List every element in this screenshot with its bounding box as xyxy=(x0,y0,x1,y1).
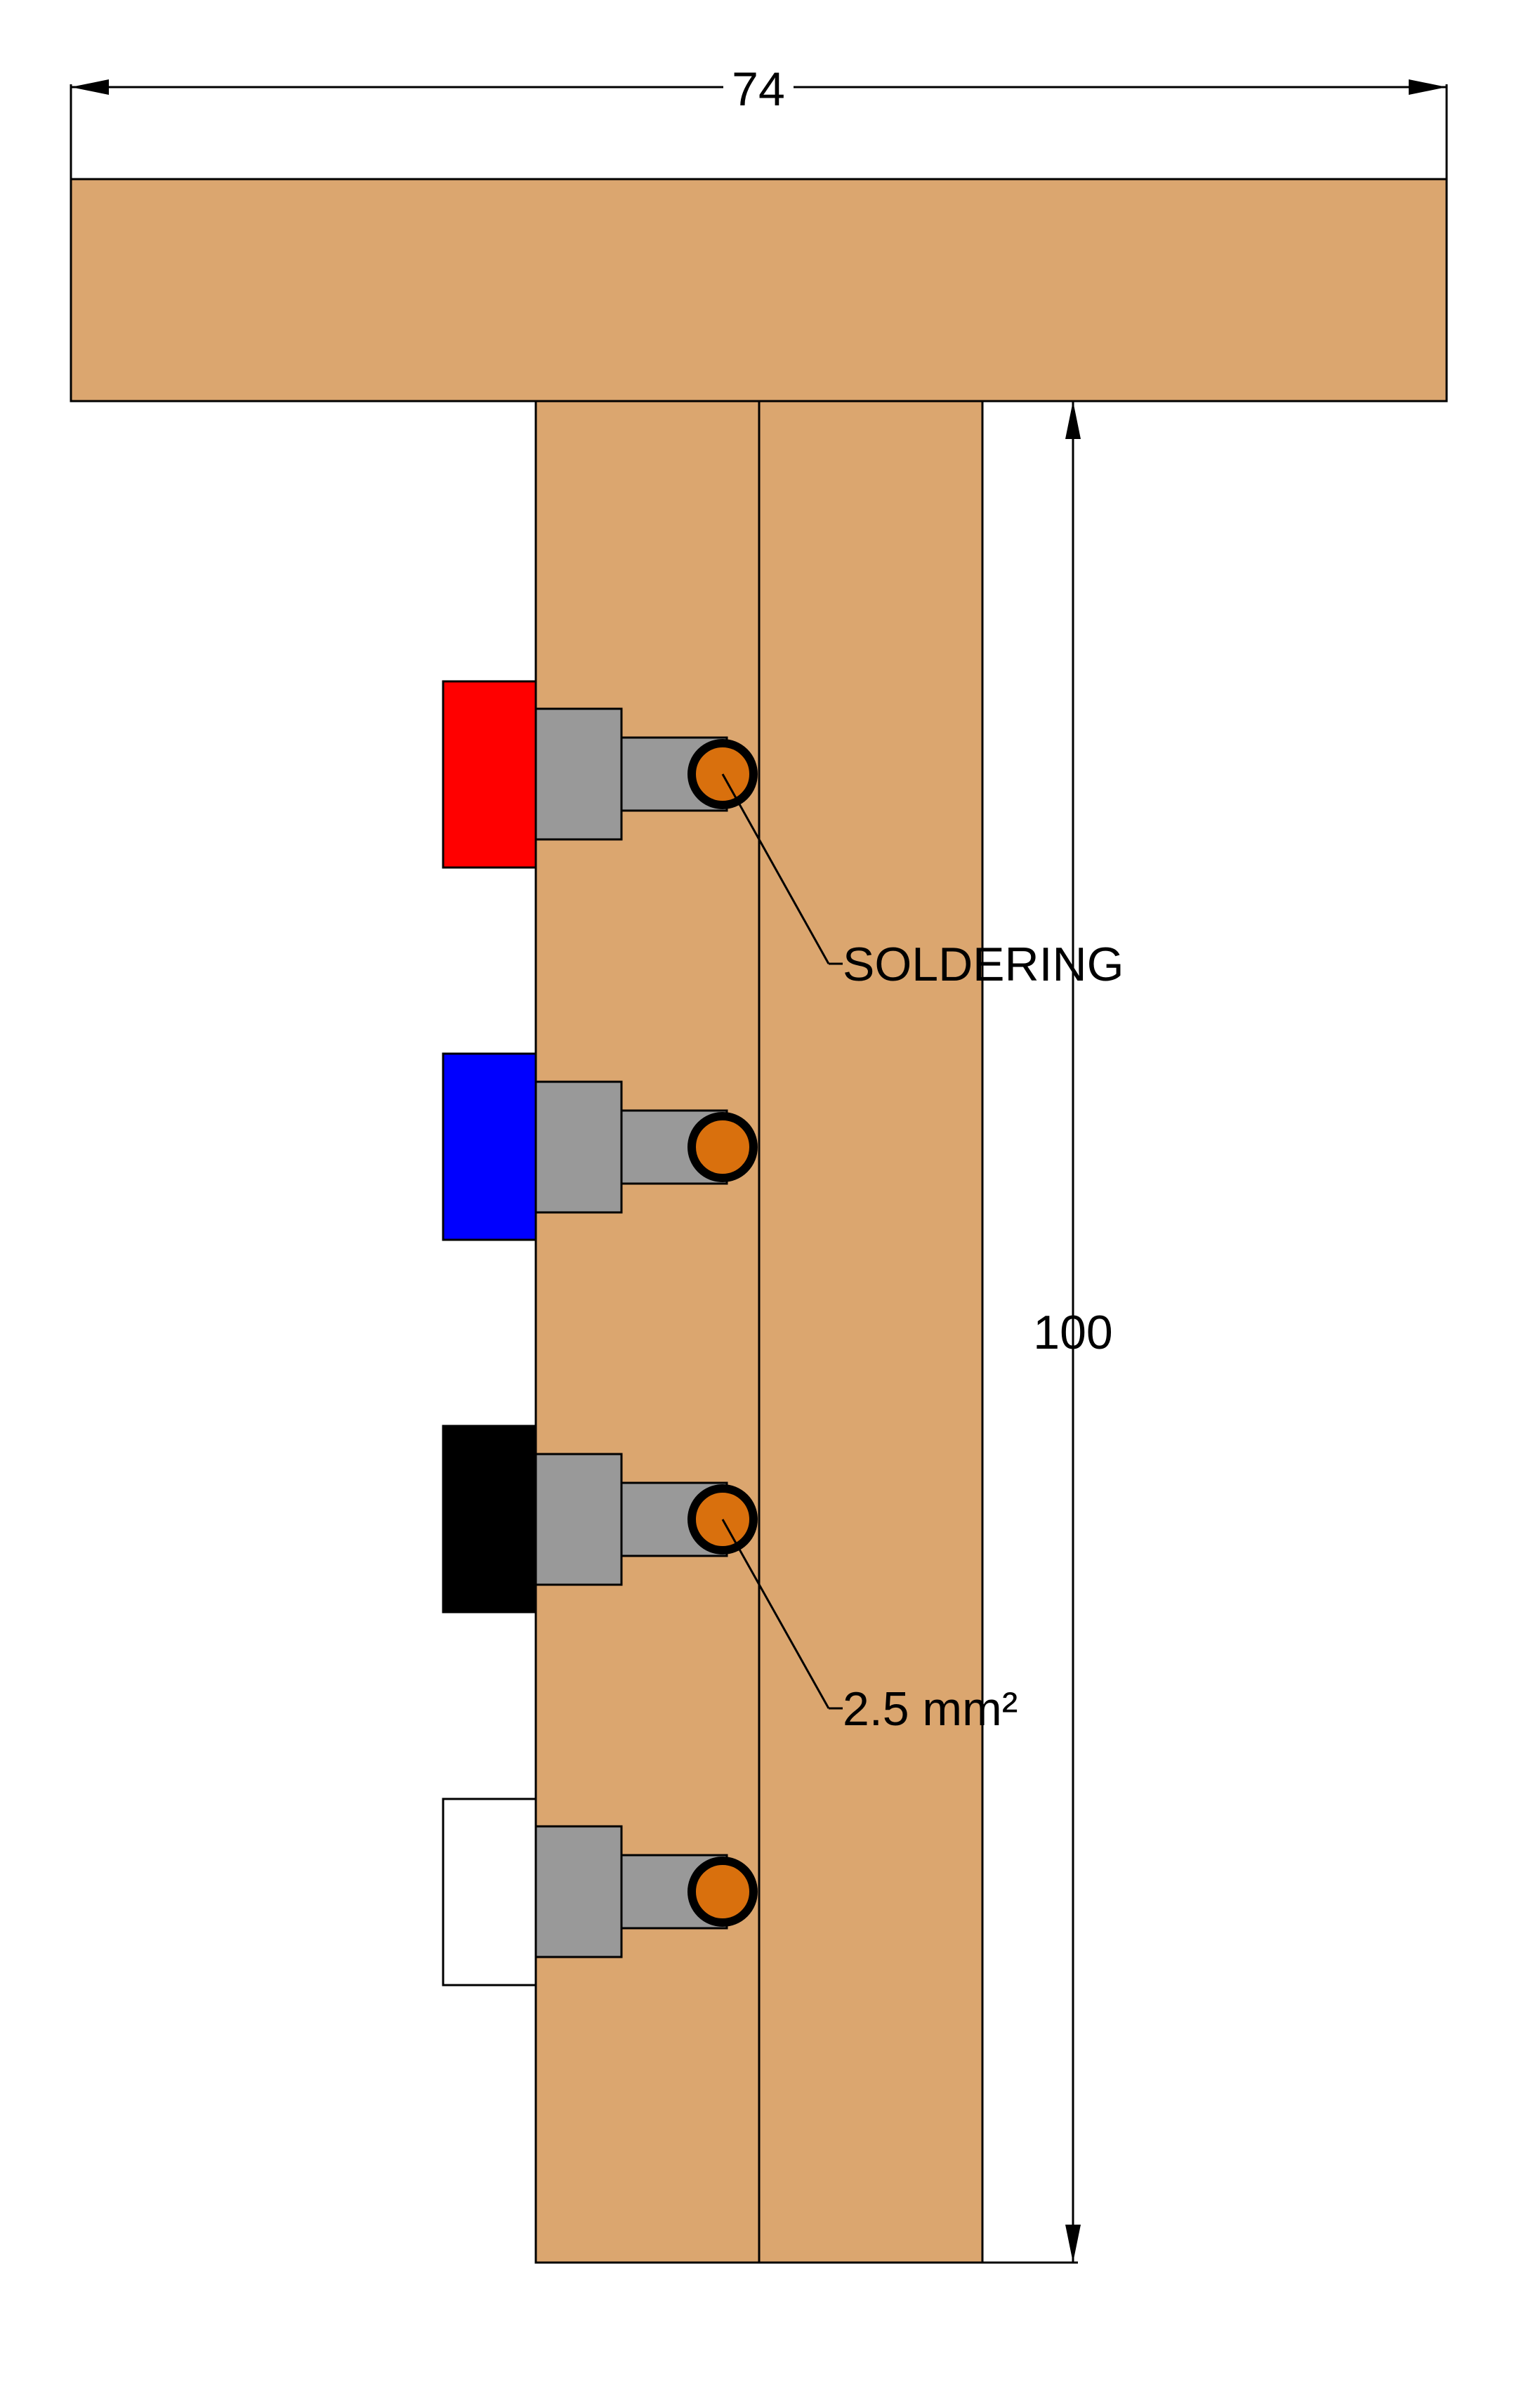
connector-body xyxy=(534,1080,623,1214)
wire-size-leader xyxy=(721,1519,830,1709)
height-arrow-top xyxy=(1065,401,1081,439)
wire-size-callout: 2.5 mm² xyxy=(721,1519,1018,1736)
vertical-board-left xyxy=(534,400,761,2264)
terminal-block-blue xyxy=(442,1052,537,1241)
vertical-board-right xyxy=(758,400,984,2264)
height-dimension: 100 xyxy=(982,400,1113,2264)
width-dimension: 74 xyxy=(70,63,1448,179)
terminal-black xyxy=(442,1425,758,1614)
soldering-label: SOLDERING xyxy=(843,938,1124,991)
terminal-block-white xyxy=(442,1798,537,1987)
width-label: 74 xyxy=(732,63,785,116)
terminal-block-black xyxy=(442,1425,537,1614)
terminal-white xyxy=(442,1798,758,1987)
height-label: 100 xyxy=(1033,1306,1112,1359)
width-arrow-left xyxy=(71,79,109,95)
solder-point xyxy=(687,1112,758,1182)
top-board xyxy=(70,178,1448,402)
terminal-red xyxy=(442,680,758,869)
terminal-blue xyxy=(442,1052,758,1241)
connector-body xyxy=(534,707,623,841)
connector-body xyxy=(534,1453,623,1586)
width-arrow-right xyxy=(1409,79,1447,95)
soldering-callout: SOLDERING xyxy=(721,773,1124,991)
connector-body xyxy=(534,1825,623,1958)
soldering-leader xyxy=(721,773,830,964)
wire-size-label: 2.5 mm² xyxy=(843,1682,1018,1736)
height-arrow-bottom xyxy=(1065,2225,1081,2263)
solder-point xyxy=(687,1857,758,1927)
terminal-block-red xyxy=(442,680,537,869)
width-label-bg xyxy=(723,63,794,112)
